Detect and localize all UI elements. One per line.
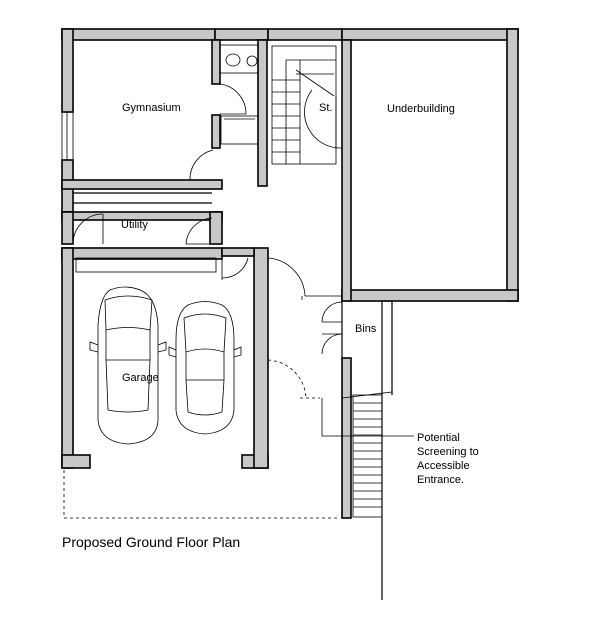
plan-caption: Proposed Ground Floor Plan — [62, 534, 240, 550]
label-bins: Bins — [355, 323, 377, 335]
wc-shower — [219, 44, 259, 145]
label-stair: St. — [319, 102, 332, 114]
car-left — [89, 286, 167, 445]
right-column-walls — [381, 300, 393, 600]
garage-door-arc — [221, 257, 249, 279]
gym-door-arc — [189, 149, 214, 181]
note-line-4: Entrance. — [417, 474, 464, 486]
note-line-2: Screening to — [417, 446, 479, 458]
entrance-stair — [341, 391, 393, 518]
garage-walls — [61, 247, 269, 469]
utility-room — [72, 192, 213, 245]
car-right — [168, 301, 242, 435]
bins-doors — [321, 301, 343, 360]
label-garage: Garage — [122, 372, 159, 384]
screening-leader — [321, 398, 414, 437]
side-door — [267, 257, 342, 300]
stair-top — [271, 45, 343, 165]
label-underbuilding: Underbuilding — [387, 103, 455, 115]
note-line-3: Accessible — [417, 460, 470, 472]
gym-window — [61, 111, 74, 161]
label-utility: Utility — [121, 219, 148, 231]
note-line-1: Potential — [417, 432, 460, 444]
dashed-outline — [63, 359, 340, 519]
outer-walls — [61, 28, 519, 302]
label-gymnasium: Gymnasium — [122, 102, 181, 114]
entrance-wall — [341, 357, 352, 519]
